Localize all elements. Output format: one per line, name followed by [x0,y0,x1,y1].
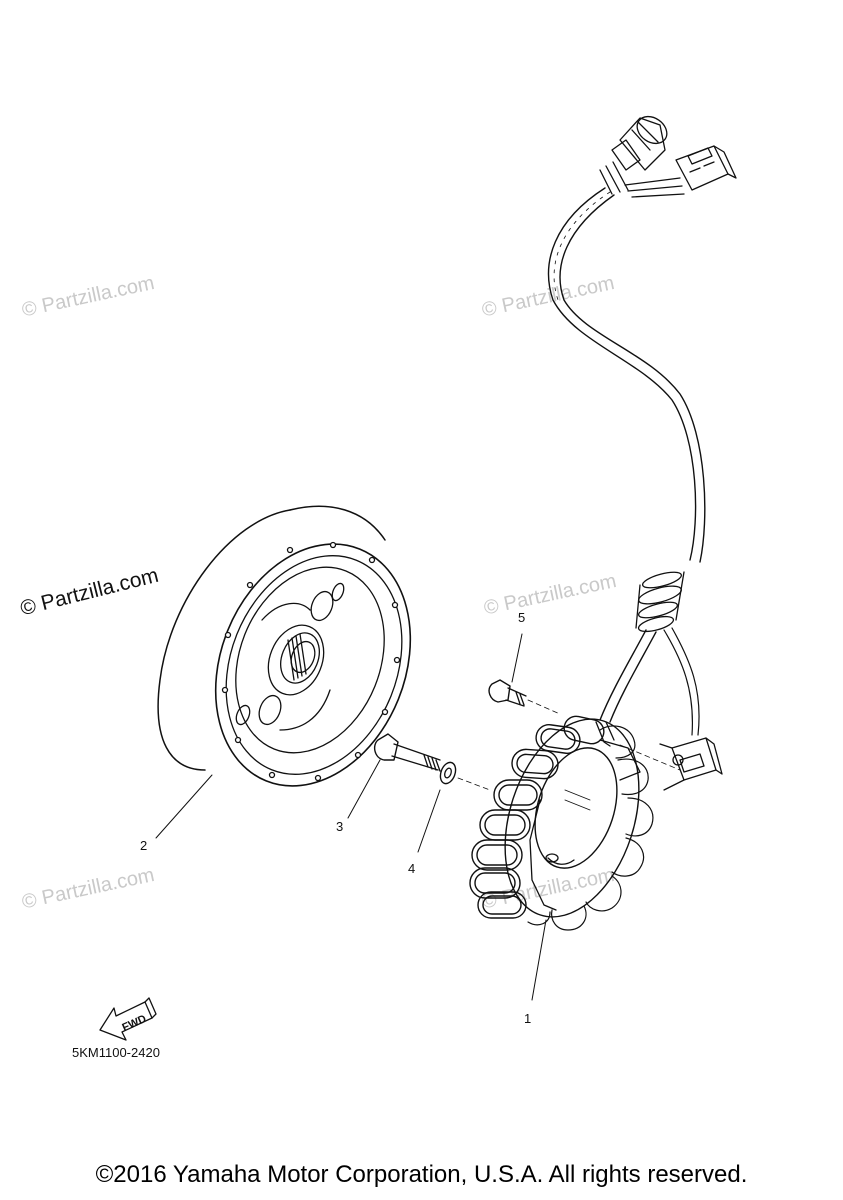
callout-short-bolt: 5 [518,610,526,625]
fwd-direction-arrow: FWD [99,997,157,1041]
pickup-connector [659,737,723,791]
wire-harness [547,115,737,791]
stator-coil [469,715,654,931]
callout-stator: 1 [524,1011,532,1026]
callout-rotor: 2 [140,838,148,853]
diagram-code: 5KM1100-2420 [72,1045,160,1060]
rotor-flywheel [157,505,412,787]
rect-connector [675,145,737,191]
long-bolt [373,733,441,772]
cable-grommet [635,571,685,633]
washer [439,761,491,791]
copyright-notice: ©2016 Yamaha Motor Corporation, U.S.A. A… [95,1161,748,1188]
round-connector [611,115,668,171]
short-bolt [488,679,561,715]
callout-long-bolt: 3 [336,819,344,834]
callout-washer: 4 [408,861,416,876]
leader-lines [155,633,547,1001]
